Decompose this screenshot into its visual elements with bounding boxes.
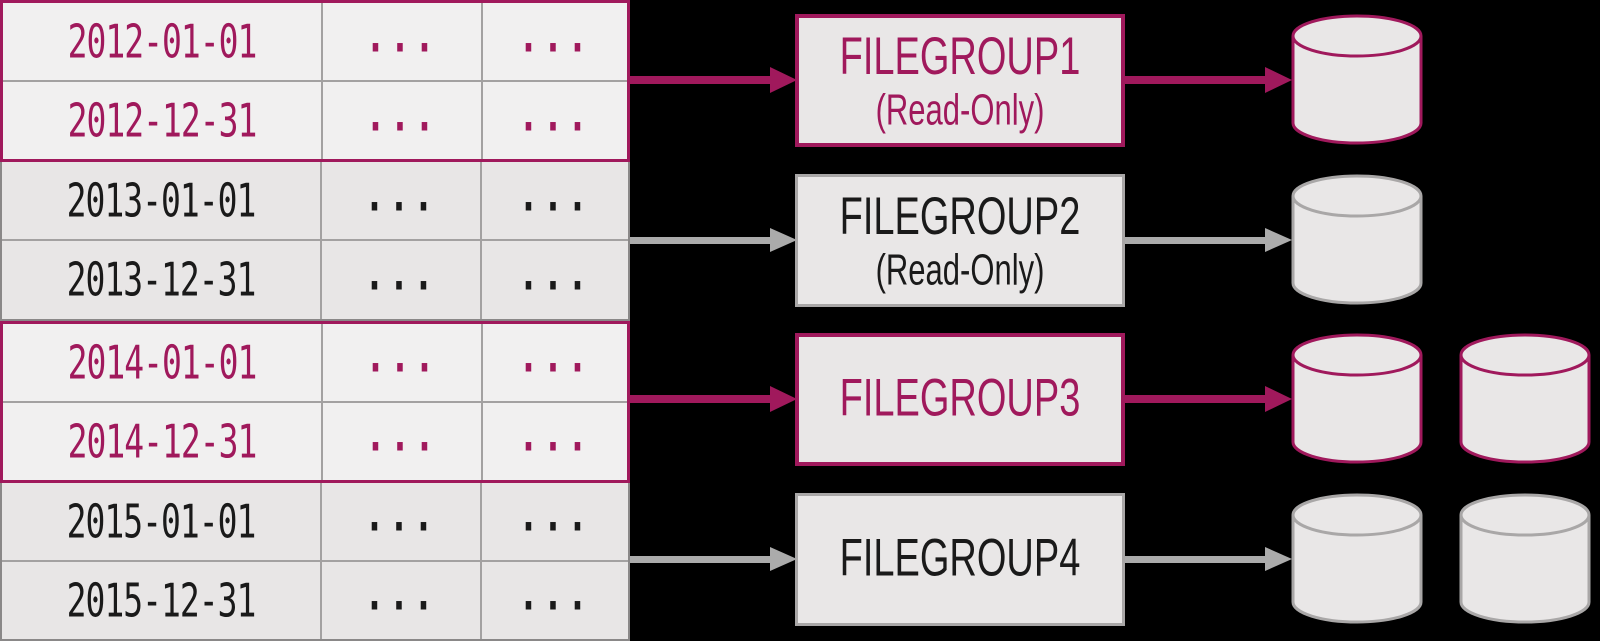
partition-group-2012: 2012-01-01 ... ... 2012-12-31 ... ... (0, 0, 630, 163)
table-row: 2014-01-01 ... ... (3, 323, 627, 401)
arrow-right-icon (630, 547, 797, 571)
ellipsis-cell: ... (321, 3, 481, 81)
arrow-right-icon (630, 228, 797, 252)
ellipsis-value: ... (518, 328, 592, 385)
date-cell: 2013-12-31 (2, 241, 320, 318)
filegroup2-box: FILEGROUP2 (Read-Only) (795, 174, 1125, 307)
ellipsis-cell: ... (320, 241, 480, 319)
ellipsis-value: ... (364, 245, 438, 302)
ellipsis-value: ... (364, 166, 438, 223)
filegroup-label: FILEGROUP4 (839, 529, 1081, 589)
ellipsis-cell: ... (320, 561, 480, 639)
ellipsis-value: ... (365, 7, 439, 64)
date-value: 2014-01-01 (67, 334, 258, 390)
partition-group-2014: 2014-01-01 ... ... 2014-12-31 ... ... (0, 320, 630, 483)
ellipsis-cell: ... (480, 482, 628, 560)
filegroup3-box: FILEGROUP3 (795, 333, 1125, 466)
ellipsis-value: ... (365, 407, 439, 464)
date-cell: 2014-12-31 (3, 403, 321, 480)
ellipsis-cell: ... (481, 3, 627, 81)
arrow-right-icon (1125, 547, 1292, 571)
ellipsis-value: ... (364, 566, 438, 623)
ellipsis-cell: ... (480, 162, 628, 240)
database-cylinder-icon (1291, 174, 1423, 305)
ellipsis-cell: ... (320, 482, 480, 560)
table-row: 2015-01-01 ... ... (2, 482, 628, 560)
ellipsis-value: ... (364, 487, 438, 544)
table-row: 2014-12-31 ... ... (3, 400, 627, 480)
date-cell: 2015-01-01 (2, 483, 320, 560)
database-cylinder-icon (1291, 493, 1423, 624)
table-row: 2012-01-01 ... ... (3, 3, 627, 81)
filegroup1-box: FILEGROUP1 (Read-Only) (795, 14, 1125, 147)
filegroup-label: FILEGROUP1 (839, 27, 1081, 87)
date-value: 2014-12-31 (67, 413, 258, 469)
filegroup4-box: FILEGROUP4 (795, 493, 1125, 626)
date-value: 2013-12-31 (66, 252, 257, 308)
ellipsis-cell: ... (480, 561, 628, 639)
database-cylinder-icon (1291, 14, 1423, 145)
ellipsis-value: ... (518, 7, 592, 64)
ellipsis-cell: ... (480, 241, 628, 319)
ellipsis-value: ... (518, 86, 592, 143)
filegroup-label: FILEGROUP3 (839, 369, 1081, 429)
ellipsis-value: ... (518, 566, 592, 623)
ellipsis-value: ... (365, 328, 439, 385)
table-row: 2015-12-31 ... ... (2, 559, 628, 639)
database-cylinder-icon (1459, 333, 1591, 464)
arrow-right-icon (1125, 228, 1292, 252)
ellipsis-cell: ... (321, 82, 481, 160)
arrow-right-icon (630, 67, 797, 93)
table-row: 2012-12-31 ... ... (3, 80, 627, 160)
filegroup-label: FILEGROUP2 (839, 187, 1081, 247)
ellipsis-cell: ... (321, 323, 481, 401)
date-cell: 2014-01-01 (3, 324, 321, 401)
ellipsis-value: ... (518, 407, 592, 464)
ellipsis-cell: ... (321, 402, 481, 480)
ellipsis-value: ... (365, 86, 439, 143)
partition-group-2013: 2013-01-01 ... ... 2013-12-31 ... ... (0, 162, 630, 321)
date-value: 2012-12-31 (67, 93, 258, 148)
ellipsis-value: ... (518, 487, 592, 544)
ellipsis-cell: ... (481, 82, 627, 160)
ellipsis-cell: ... (481, 402, 627, 480)
table-row: 2013-01-01 ... ... (2, 162, 628, 240)
arrow-right-icon (1125, 386, 1292, 412)
date-value: 2013-01-01 (66, 173, 257, 229)
partition-table: 2012-01-01 ... ... 2012-12-31 ... ... 20… (0, 0, 630, 641)
table-row: 2013-12-31 ... ... (2, 239, 628, 319)
ellipsis-cell: ... (481, 323, 627, 401)
date-cell: 2015-12-31 (2, 562, 320, 639)
date-cell: 2012-12-31 (3, 82, 321, 159)
date-cell: 2013-01-01 (2, 162, 320, 239)
arrow-right-icon (1125, 67, 1292, 93)
database-cylinder-icon (1459, 493, 1591, 624)
filegroup-sublabel: (Read-Only) (875, 244, 1045, 294)
date-value: 2015-12-31 (66, 573, 257, 628)
date-cell: 2012-01-01 (3, 3, 321, 80)
arrow-right-icon (630, 386, 797, 412)
filegroup-sublabel: (Read-Only) (875, 84, 1045, 134)
partition-group-2015: 2015-01-01 ... ... 2015-12-31 ... ... (0, 482, 630, 641)
date-value: 2015-01-01 (66, 494, 257, 549)
date-value: 2012-01-01 (67, 14, 258, 69)
ellipsis-cell: ... (320, 162, 480, 240)
ellipsis-value: ... (518, 245, 592, 302)
ellipsis-value: ... (518, 166, 592, 223)
database-cylinder-icon (1291, 333, 1423, 464)
